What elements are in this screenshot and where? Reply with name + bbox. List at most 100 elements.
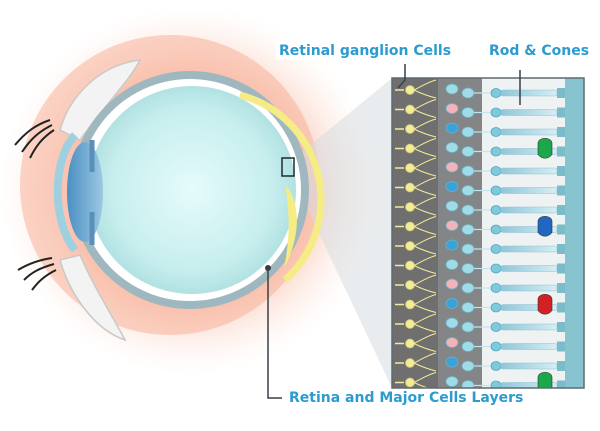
ganglion-dendrite xyxy=(413,118,437,138)
ganglion-cell xyxy=(405,143,415,154)
horizontal-cell xyxy=(461,282,475,294)
rod-nucleus xyxy=(490,283,502,293)
ganglion-dendrite xyxy=(413,99,437,118)
rod-nucleus xyxy=(490,244,502,254)
pigment-epithelium-cell xyxy=(557,380,565,388)
pigment-epithelium-cell xyxy=(557,302,565,313)
ganglion-dendrite xyxy=(413,274,437,294)
ganglion-cell xyxy=(405,319,415,329)
bipolar-cell xyxy=(445,259,459,270)
pigment-epithelium-cell xyxy=(557,127,565,137)
bipolar-cell xyxy=(445,278,459,290)
ganglion-cell xyxy=(405,182,415,193)
rod-nucleus xyxy=(490,185,502,196)
bipolar-cell xyxy=(445,337,459,348)
rod-outer-segment xyxy=(500,362,558,370)
cone-cell-red xyxy=(537,293,553,315)
rod-outer-segment xyxy=(500,89,558,97)
pigment-epithelium-cell xyxy=(557,361,565,371)
bipolar-cell xyxy=(445,103,459,114)
retina-panel xyxy=(392,78,584,388)
horizontal-cell xyxy=(461,165,475,177)
ganglion-dendrite xyxy=(413,79,437,99)
rod-nucleus xyxy=(490,322,502,332)
cone-cell-green xyxy=(537,371,553,388)
ganglion-dendrite xyxy=(413,294,437,313)
rod-nucleus xyxy=(490,263,502,274)
rod-nucleus xyxy=(490,205,502,215)
pigment-epithelium-cell xyxy=(557,341,565,352)
ganglion-cell xyxy=(405,299,415,310)
ganglion-dendrite xyxy=(413,313,437,333)
horizontal-cell xyxy=(461,341,475,352)
pigment-epithelium-cell xyxy=(557,244,565,254)
bipolar-cell xyxy=(445,142,459,153)
ganglion-cell xyxy=(405,124,415,134)
bipolar-cell xyxy=(445,376,459,387)
eyeball-vitreous xyxy=(88,86,296,294)
label-retinal-ganglion-cells: Retinal ganglion Cells xyxy=(276,42,455,60)
ganglion-dendrite xyxy=(413,157,437,177)
pigment-epithelium-cell xyxy=(557,205,565,215)
bipolar-cell xyxy=(445,356,459,368)
rod-nucleus xyxy=(490,166,502,176)
leader-ganglion xyxy=(397,64,406,89)
rod-outer-segment xyxy=(500,128,558,136)
ganglion-cell xyxy=(405,85,415,95)
rod-nucleus xyxy=(490,224,502,235)
magnification-wedge xyxy=(292,78,392,388)
lens xyxy=(67,142,103,242)
bipolar-cell xyxy=(445,239,459,251)
bipolar-cell xyxy=(445,298,459,309)
ganglion-dendrite xyxy=(413,333,437,352)
retina-band xyxy=(239,91,325,283)
ganglion-dendrite xyxy=(413,196,437,216)
cornea xyxy=(53,132,79,253)
horizontal-cell xyxy=(461,263,475,274)
horizontal-cell xyxy=(461,87,475,99)
pigment-epithelium-cell xyxy=(557,283,565,293)
ganglion-cell xyxy=(405,260,415,271)
rod-nucleus xyxy=(490,146,502,157)
ganglion-cell xyxy=(405,104,415,115)
ganglion-cell xyxy=(405,202,415,212)
leader-dot xyxy=(265,265,271,271)
bipolar-cell xyxy=(445,122,459,134)
rod-outer-segment xyxy=(500,265,558,272)
rod-outer-segment xyxy=(500,284,558,292)
pigment-epithelium-cell xyxy=(557,224,565,235)
horizontal-cell xyxy=(461,360,475,372)
cone-cell-blue xyxy=(537,215,553,237)
bipolar-cell xyxy=(445,317,459,329)
ganglion-cell xyxy=(405,241,415,251)
pigment-epithelium-cell xyxy=(557,322,565,332)
ganglion-dendrite xyxy=(413,352,437,372)
ganglion-dendrite xyxy=(413,177,437,196)
horizontal-cell xyxy=(461,146,475,157)
horizontal-cell xyxy=(461,321,475,333)
ganglion-dendrite xyxy=(413,138,437,157)
ganglion-cell xyxy=(405,377,415,388)
bipolar-cell xyxy=(445,161,459,173)
rod-outer-segment xyxy=(500,343,558,350)
eyelashes xyxy=(14,119,57,291)
leader-lines xyxy=(267,64,521,399)
ganglion-dendrite xyxy=(413,235,437,255)
horizontal-cell xyxy=(461,224,475,235)
pigment-epithelium-cell xyxy=(557,263,565,274)
ganglion-dendrite xyxy=(413,255,437,274)
bipolar-cell xyxy=(445,181,459,192)
rod-nucleus xyxy=(490,127,502,137)
pigment-epithelium-cell xyxy=(557,166,565,176)
bipolar-cell xyxy=(445,200,459,212)
rod-outer-segment xyxy=(500,187,558,194)
pigment-epithelium-cell xyxy=(557,107,565,118)
rod-outer-segment xyxy=(500,109,558,116)
label-rod-and-cones: Rod & Cones xyxy=(486,42,593,60)
ganglion-cell xyxy=(405,280,415,290)
rod-nucleus xyxy=(490,341,502,352)
rod-nucleus xyxy=(490,302,502,313)
zoom-marker xyxy=(281,157,295,177)
